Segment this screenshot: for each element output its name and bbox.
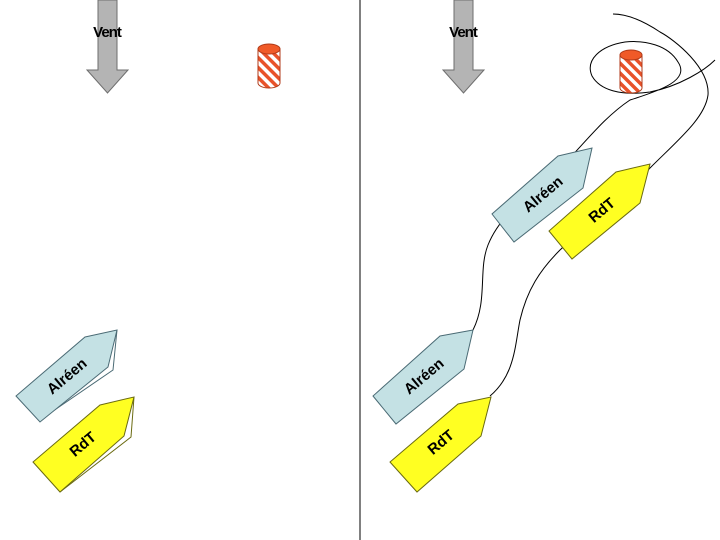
wind-arrow-left: Vent bbox=[85, 0, 130, 94]
boat-hull bbox=[389, 396, 492, 493]
right-panel: Vent Alréen RdT Alréen RdT bbox=[372, 0, 716, 493]
boat-hull bbox=[548, 163, 651, 260]
left-panel: Vent Alréen RdT bbox=[15, 0, 281, 493]
buoy-top bbox=[619, 49, 643, 61]
buoy-icon bbox=[257, 48, 281, 89]
wind-label: Vent bbox=[93, 24, 122, 41]
buoy-left bbox=[257, 43, 281, 89]
wind-label: Vent bbox=[449, 24, 478, 41]
boat-hull bbox=[15, 329, 118, 423]
boat-hull-shadow bbox=[39, 329, 118, 421]
buoy-top bbox=[257, 43, 281, 55]
buoy-icon bbox=[619, 54, 643, 94]
boat-rdt-left: RdT bbox=[32, 396, 135, 493]
boat-rdt-upper: RdT bbox=[548, 163, 651, 260]
buoy-right bbox=[619, 49, 643, 94]
alreen-track bbox=[472, 41, 716, 331]
boat-hull bbox=[32, 396, 135, 493]
wind-arrow-icon bbox=[441, 0, 486, 94]
boat-rdt-lower: RdT bbox=[389, 396, 492, 493]
boat-hull bbox=[491, 147, 593, 243]
wind-arrow-icon bbox=[85, 0, 130, 94]
boat-hull bbox=[372, 329, 474, 425]
boat-hull-shadow bbox=[59, 396, 135, 493]
wind-arrow-right: Vent bbox=[441, 0, 486, 94]
